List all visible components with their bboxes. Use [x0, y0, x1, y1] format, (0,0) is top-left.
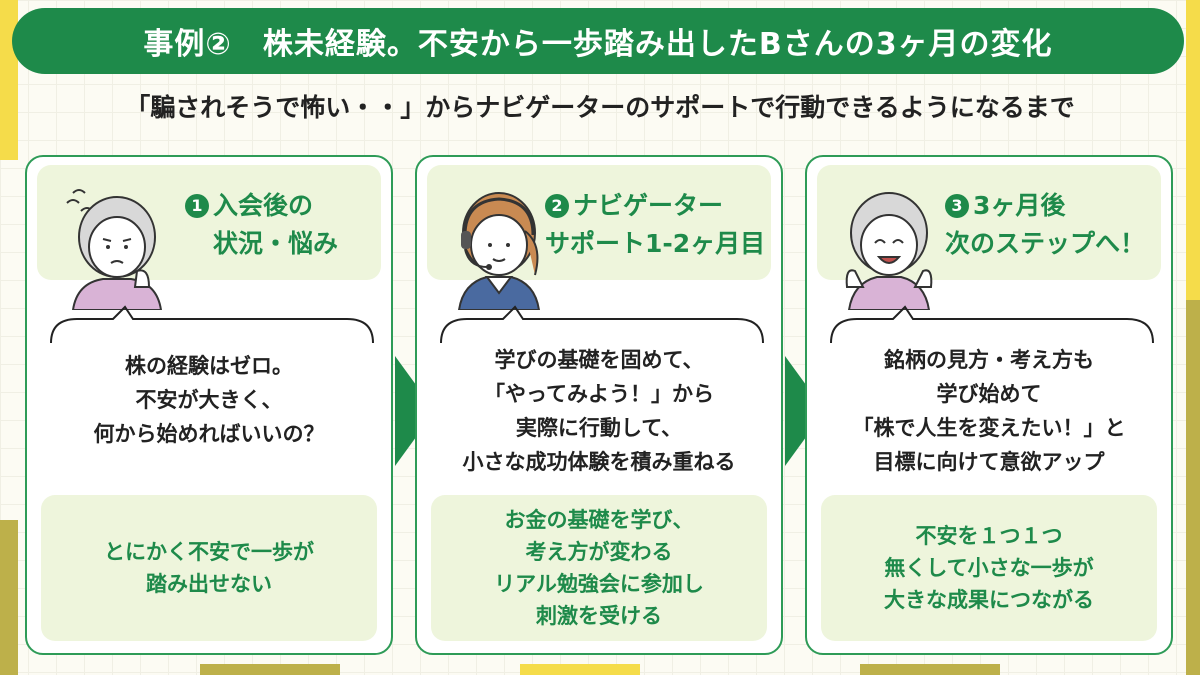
step-summary: 不安を１つ１つ 無くして小さな一歩が 大きな成果につながる [821, 495, 1157, 641]
page-subtitle: 「騙されそうで怖い・・」からナビゲーターのサポートで行動できるようになるまで [125, 93, 1075, 122]
bg-stripe-bottom-3 [860, 664, 1000, 675]
speech-bubble-outline [830, 305, 1154, 344]
bg-stripe-right-top [1186, 0, 1200, 300]
step-description: 学びの基礎を固めて、 「やってみよう！」から 実際に行動して、 小さな成功体験を… [462, 348, 736, 474]
page-title: 事例② 株未経験。不安から一歩踏み出したBさんの3ヶ月の変化 [12, 8, 1184, 74]
step-summary: とにかく不安で一歩が 踏み出せない [41, 495, 377, 641]
worried-senior-woman-icon [66, 189, 163, 310]
speech-bubble-outline [440, 305, 764, 344]
page-title-text: 事例② 株未経験。不安から一歩踏み出したBさんの3ヶ月の変化 [143, 27, 1053, 62]
bg-stripe-bottom-1 [200, 664, 340, 675]
navigator-headset-woman-icon [457, 192, 541, 310]
step-number-badge: 3 [945, 194, 969, 218]
step-description: 株の経験はゼロ。 不安が大きく、 何から始めればいいの？ [93, 354, 325, 446]
happy-senior-woman-icon [845, 192, 933, 310]
step-number-badge: 2 [545, 194, 569, 218]
step-number-badge: 1 [185, 194, 209, 218]
bg-stripe-right-bottom [1186, 300, 1200, 675]
speech-bubble-outline [50, 305, 374, 344]
step-summary: お金の基礎を学び、 考え方が変わる リアル勉強会に参加し 刺激を受ける [431, 495, 767, 641]
bg-stripe-bottom-2 [520, 664, 640, 675]
bg-stripe-left-bottom [0, 520, 18, 675]
step-description: 銘柄の見方・考え方も 学び始めて 「株で人生を変えたい！」と 目標に向けて意欲ア… [852, 348, 1126, 474]
